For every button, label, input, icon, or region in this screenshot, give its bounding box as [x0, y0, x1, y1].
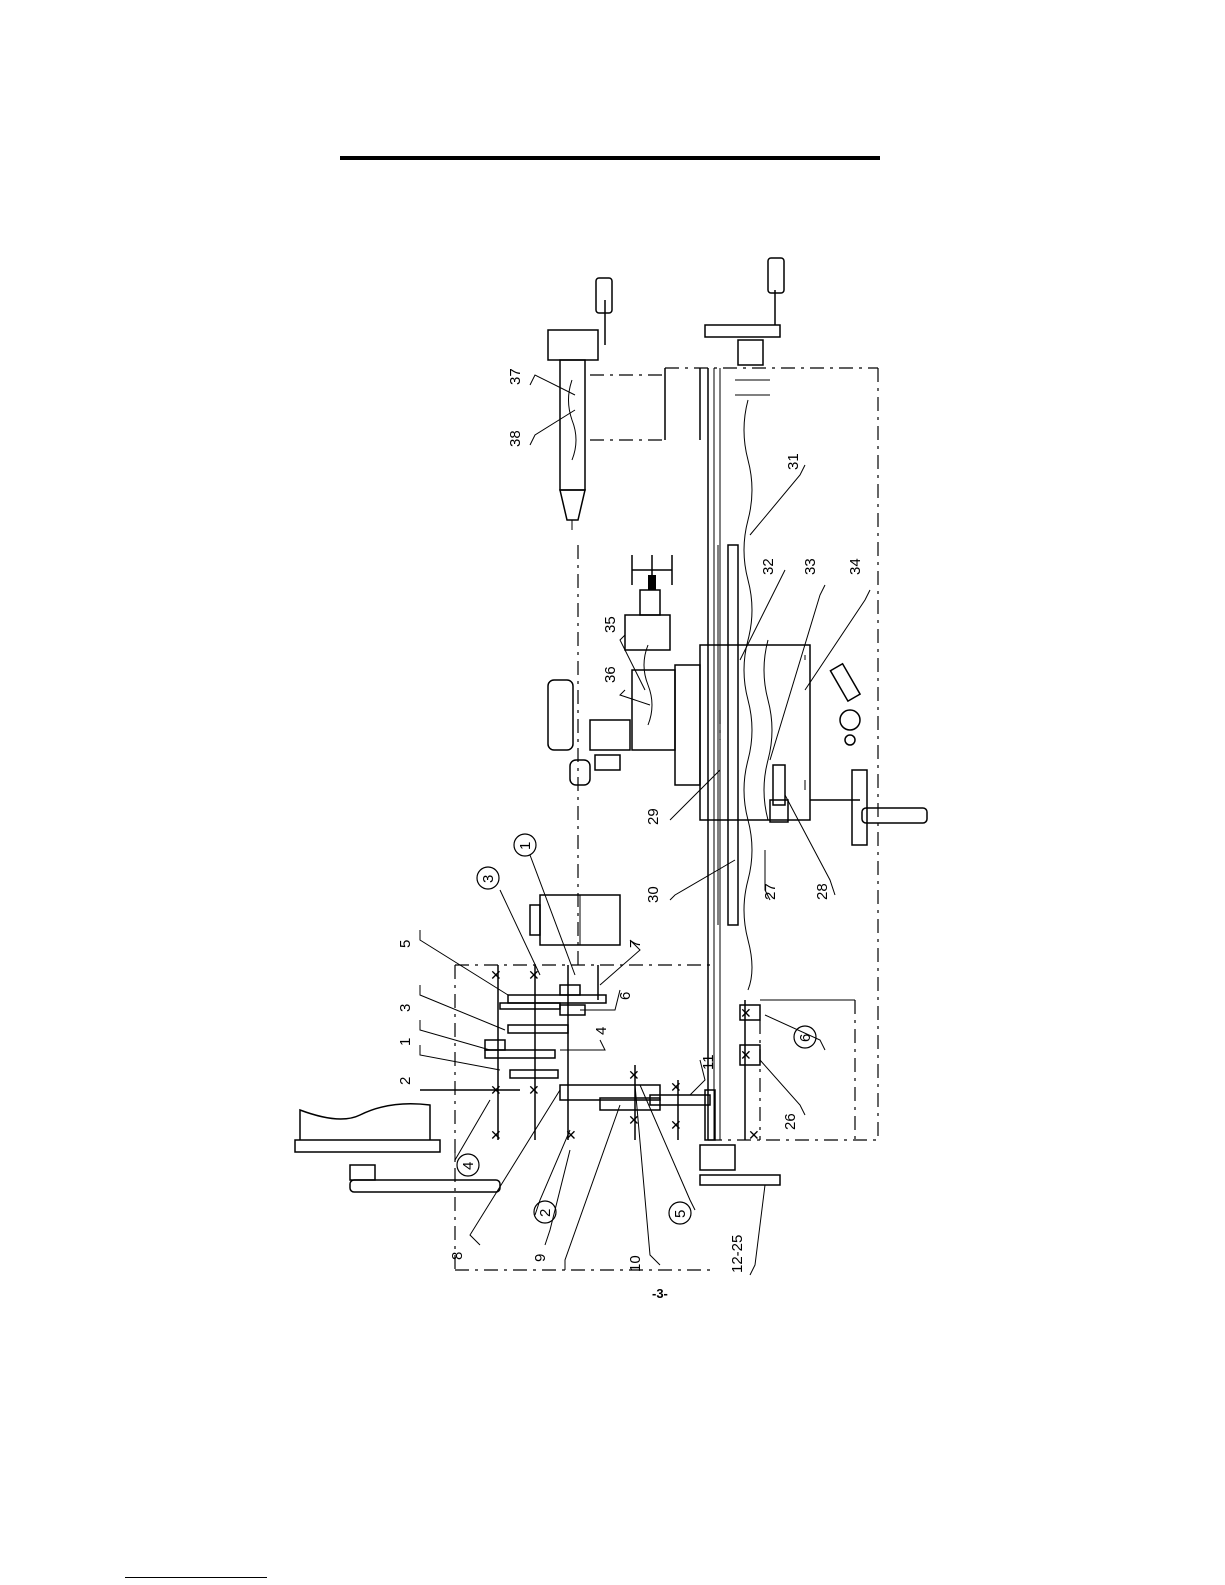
label-12-25: 12-25 — [729, 1235, 746, 1273]
label-5: 5 — [397, 940, 414, 948]
circled-label-2: 2 — [537, 1209, 554, 1217]
svg-text:✕: ✕ — [628, 1067, 640, 1083]
label-37: 37 — [507, 368, 524, 385]
svg-text:✕: ✕ — [528, 1082, 540, 1098]
label-27: 27 — [762, 883, 779, 900]
chuck — [530, 895, 620, 945]
svg-text:✕: ✕ — [740, 1005, 752, 1021]
svg-text:✕: ✕ — [740, 1047, 752, 1063]
label-9: 9 — [532, 1254, 549, 1262]
label-26: 26 — [782, 1113, 799, 1130]
circled-labels: 3 1 4 2 5 6 — [460, 842, 814, 1218]
tool-holder — [548, 680, 630, 785]
bed-outline — [455, 368, 878, 1270]
svg-text:✕: ✕ — [565, 1127, 577, 1143]
svg-text:✕: ✕ — [670, 1079, 682, 1095]
label-29: 29 — [645, 808, 662, 825]
label-2: 2 — [397, 1077, 414, 1085]
circled-label-1: 1 — [517, 842, 534, 850]
circled-label-5: 5 — [672, 1210, 689, 1218]
label-10: 10 — [627, 1255, 644, 1272]
label-7: 7 — [627, 940, 644, 948]
label-4: 4 — [593, 1027, 610, 1035]
label-33: 33 — [802, 558, 819, 575]
label-11: 11 — [700, 1054, 717, 1070]
bed-end-handwheel — [705, 258, 784, 395]
label-36: 36 — [602, 666, 619, 683]
feed-rod — [764, 640, 772, 820]
label-34: 34 — [847, 558, 864, 575]
tailstock — [548, 278, 700, 530]
svg-text:✕: ✕ — [490, 1127, 502, 1143]
label-35: 35 — [602, 616, 619, 633]
label-8: 8 — [449, 1252, 466, 1260]
svg-text:✕: ✕ — [528, 967, 540, 983]
leadscrew — [744, 400, 752, 990]
motor-pulley — [295, 1104, 500, 1192]
footnote-rule — [125, 1577, 267, 1578]
svg-text:✕: ✕ — [748, 1127, 760, 1143]
label-30: 30 — [645, 886, 662, 903]
label-6: 6 — [617, 992, 634, 1000]
label-32: 32 — [760, 558, 777, 575]
circled-label-3: 3 — [480, 875, 497, 883]
label-28: 28 — [814, 883, 831, 900]
label-38: 38 — [507, 430, 524, 447]
label-1: 1 — [397, 1038, 414, 1046]
svg-text:✕: ✕ — [490, 967, 502, 983]
circled-label-6: 6 — [797, 1034, 814, 1042]
label-3: 3 — [397, 1004, 414, 1012]
svg-text:✕: ✕ — [490, 1082, 502, 1098]
label-31: 31 — [785, 453, 802, 470]
change-gears — [700, 1000, 855, 1185]
circled-label-4: 4 — [460, 1162, 477, 1170]
page-number: -3- — [652, 1286, 668, 1301]
svg-text:✕: ✕ — [670, 1117, 682, 1133]
